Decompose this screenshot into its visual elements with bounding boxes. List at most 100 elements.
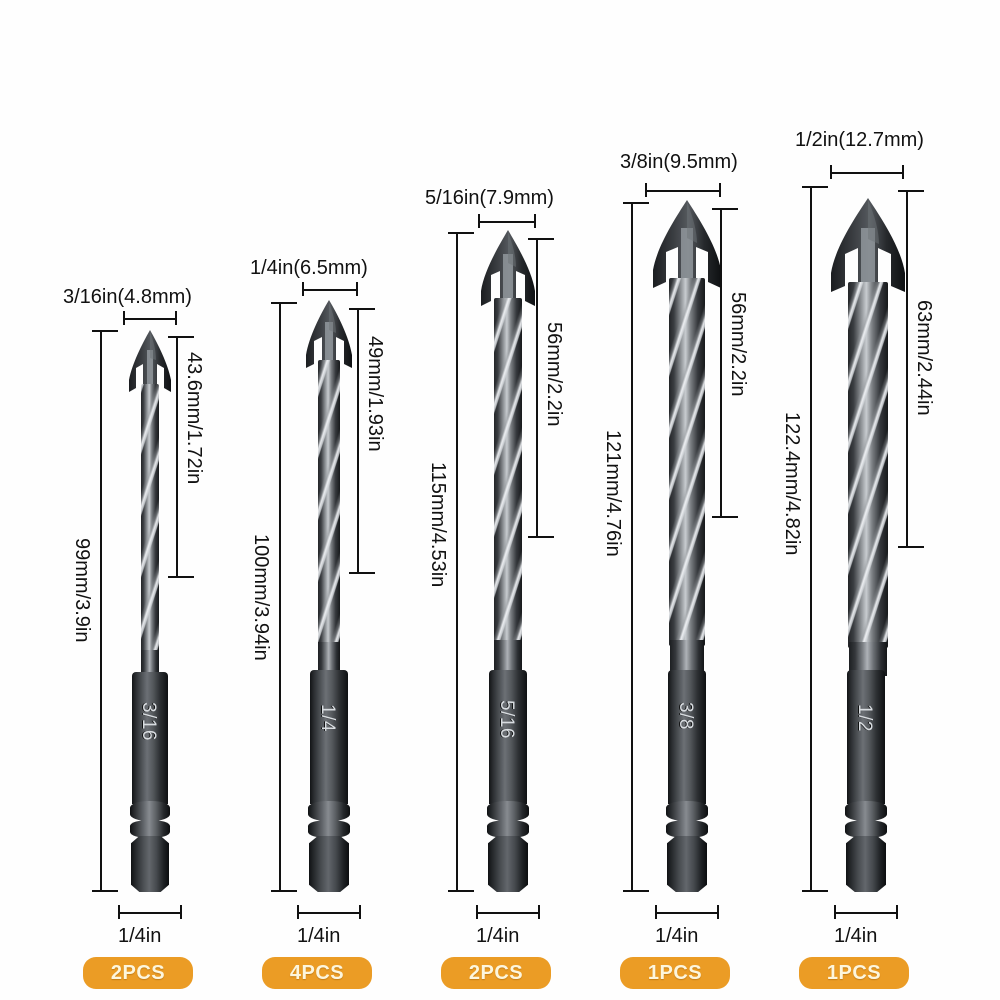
diameter-label: 3/8in(9.5mm): [620, 151, 738, 173]
fluted-body: [494, 298, 522, 646]
shank-engraving: 3/16: [138, 702, 159, 741]
shank-size-label: 1/4in: [118, 925, 162, 947]
carbide-tip: [306, 300, 352, 368]
working-length-tick-top: [898, 190, 924, 192]
overall-length-tick-bottom: [92, 890, 118, 892]
diameter-label: 3/16in(4.8mm): [63, 286, 192, 308]
shank-bracket-line: [834, 912, 898, 914]
overall-length-label: 115mm/4.53in: [427, 462, 449, 588]
hex-shank-groove-2: [845, 820, 887, 838]
working-length-tick-top: [712, 208, 738, 210]
shank-engraving: 1/4: [317, 704, 338, 732]
shank-bracket-tick-left: [297, 905, 299, 919]
fluted-body: [318, 360, 340, 648]
hex-shank-end: [131, 836, 169, 892]
shank-size-label: 1/4in: [476, 925, 520, 947]
working-length-label: 63mm/2.44in: [913, 300, 935, 416]
shank-bracket-tick-left: [655, 905, 657, 919]
working-length-tick-top: [349, 308, 375, 310]
hex-shank-end: [667, 836, 707, 892]
shank-engraving: 1/2: [854, 704, 875, 732]
overall-length-line: [631, 202, 633, 892]
working-length-tick-bottom: [528, 536, 554, 538]
quantity-badge[interactable]: 4PCS: [262, 957, 372, 989]
working-length-tick-bottom: [168, 576, 194, 578]
fluted-body: [669, 278, 705, 646]
diameter-bracket-line: [478, 221, 536, 223]
quantity-badge[interactable]: 2PCS: [441, 957, 551, 989]
shank-bracket-tick-right: [896, 905, 898, 919]
fluted-body: [848, 282, 888, 648]
shank-bracket-tick-right: [359, 905, 361, 919]
hex-shank-groove-2: [130, 820, 170, 838]
overall-length-line: [100, 330, 102, 892]
hex-shank: [668, 670, 706, 804]
working-length-line: [536, 238, 538, 538]
diameter-label: 1/2in(12.7mm): [795, 129, 924, 151]
working-length-tick-top: [168, 336, 194, 338]
shank-bracket-tick-left: [476, 905, 478, 919]
diameter-bracket-tick-left: [123, 311, 125, 325]
hex-shank-groove: [487, 801, 529, 821]
overall-length-line: [279, 302, 281, 892]
shank-size-label: 1/4in: [834, 925, 878, 947]
overall-length-tick-top: [92, 330, 118, 332]
shank-bracket-tick-left: [834, 905, 836, 919]
hex-shank-groove: [130, 801, 170, 821]
shank-bracket-line: [655, 912, 719, 914]
hex-shank-groove-2: [666, 820, 708, 838]
overall-length-tick-top: [448, 232, 474, 234]
overall-length-line: [810, 186, 812, 892]
hex-shank-groove-2: [308, 820, 350, 838]
diameter-bracket-tick-right: [902, 165, 904, 179]
hex-shank-groove-2: [487, 820, 529, 838]
shank-bracket-tick-right: [538, 905, 540, 919]
diameter-bracket-line: [645, 190, 721, 192]
hex-shank-end: [488, 836, 528, 892]
quantity-badge[interactable]: 2PCS: [83, 957, 193, 989]
working-length-line: [176, 336, 178, 578]
working-length-line: [906, 190, 908, 548]
diameter-bracket-line: [830, 172, 904, 174]
working-length-tick-bottom: [349, 572, 375, 574]
working-length-tick-bottom: [898, 546, 924, 548]
diameter-bracket-tick-right: [534, 214, 536, 228]
carbide-tip: [831, 198, 905, 292]
diameter-label: 1/4in(6.5mm): [250, 257, 368, 279]
quantity-badge[interactable]: 1PCS: [799, 957, 909, 989]
hex-shank-end: [309, 836, 349, 892]
diameter-bracket-tick-right: [356, 282, 358, 296]
overall-length-tick-bottom: [448, 890, 474, 892]
shank-bracket-line: [476, 912, 540, 914]
shank-bracket-tick-right: [180, 905, 182, 919]
hex-shank: [310, 670, 348, 804]
shank-engraving: 5/16: [496, 700, 517, 739]
shank-size-label: 1/4in: [655, 925, 699, 947]
overall-length-tick-bottom: [623, 890, 649, 892]
diameter-bracket-tick-left: [302, 282, 304, 296]
shank-bracket-line: [297, 912, 361, 914]
hex-shank: [847, 670, 885, 804]
hex-shank-end: [846, 836, 886, 892]
overall-length-line: [456, 232, 458, 892]
diameter-bracket-tick-left: [830, 165, 832, 179]
diameter-bracket-tick-right: [719, 183, 721, 197]
diameter-bracket-line: [123, 318, 177, 320]
diameter-bracket-tick-right: [175, 311, 177, 325]
overall-length-label: 100mm/3.94in: [250, 534, 272, 661]
carbide-tip: [653, 200, 721, 288]
hex-shank-groove: [845, 801, 887, 821]
working-length-label: 43.6mm/1.72in: [183, 352, 205, 485]
working-length-tick-top: [528, 238, 554, 240]
diameter-bracket-tick-left: [478, 214, 480, 228]
overall-length-tick-bottom: [271, 890, 297, 892]
diameter-label: 5/16in(7.9mm): [425, 187, 554, 209]
hex-shank-groove: [666, 801, 708, 821]
overall-length-tick-top: [802, 186, 828, 188]
diameter-bracket-tick-left: [645, 183, 647, 197]
shank-size-label: 1/4in: [297, 925, 341, 947]
shank-bracket-tick-left: [118, 905, 120, 919]
working-length-line: [357, 308, 359, 574]
quantity-badge[interactable]: 1PCS: [620, 957, 730, 989]
